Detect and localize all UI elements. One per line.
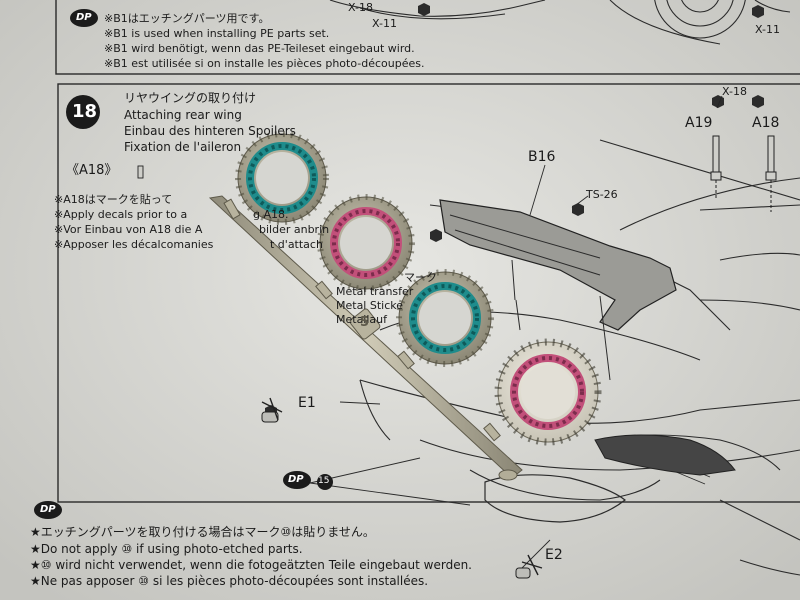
- label-x18: X-18: [722, 85, 747, 98]
- decal-note-de: ※Vor Einbau von A18 die A: [54, 223, 203, 236]
- bottom-note-ja: ★エッチングパーツを取り付ける場合はマーク⑩は貼りません。: [30, 525, 375, 539]
- step-number-circle: [66, 95, 100, 129]
- step18-frame: [57, 83, 800, 503]
- rear-wing-b16: [439, 199, 677, 331]
- label-e1: E1: [298, 395, 316, 411]
- top-car-lineart: [329, 0, 791, 45]
- bottom-dp-badge-text: DP: [40, 504, 56, 515]
- tail-lamp: [484, 474, 626, 523]
- step-title-en: Attaching rear wing: [124, 108, 242, 122]
- top-note-2: ※B1 is used when installing PE parts set…: [104, 27, 330, 40]
- metal-note-ja: マーク: [404, 271, 437, 284]
- decal-note-de-tail: bilder anbrin: [259, 223, 330, 236]
- brake-disc-teal-1: [235, 131, 329, 225]
- top-dp-badge-text: DP: [76, 12, 92, 23]
- decal-note-en-tail: g A18.: [253, 208, 289, 221]
- bottom-dp-badge: [34, 501, 62, 519]
- step-title-de: Einbau des hinteren Spoilers: [124, 124, 296, 138]
- top-dp-badge: [70, 9, 98, 27]
- sprue-number-tag: 5: [360, 315, 370, 330]
- step-title-fr: Fixation de l'aileron: [124, 140, 242, 154]
- top-screws: [418, 3, 764, 18]
- metal-note-en: Metal transfer: [336, 285, 414, 298]
- label-a19: A19: [685, 115, 713, 131]
- brake-disc-teal-2: [396, 269, 494, 367]
- headlight: [594, 434, 736, 476]
- metal-note-fr: Metallauf: [336, 313, 388, 326]
- a18-reference: 《A18》: [66, 163, 118, 178]
- brake-disc-pink-1: [317, 194, 415, 292]
- metal-note-de: Metal Sticke: [336, 299, 404, 312]
- decal-note-fr-tail: t d'attach: [270, 238, 323, 251]
- decal-note-en: ※Apply decals prior to a: [54, 208, 188, 221]
- top-x11-label-right: X-11: [755, 23, 780, 36]
- inline-dp-text: DP: [288, 474, 304, 485]
- inline-dp-badge: [283, 471, 311, 489]
- bottom-note-fr: ★Ne pas apposer ⑩ si les pièces photo-dé…: [30, 574, 429, 588]
- step-title-ja: リヤウイングの取り付け: [124, 91, 257, 105]
- pin-a19: [710, 135, 722, 200]
- brake-disc-pink-white: [494, 338, 602, 446]
- step-number: 18: [72, 101, 98, 122]
- label-a18: A18: [752, 115, 780, 131]
- e2-part: [515, 554, 543, 579]
- a18-pin-icon: [137, 165, 144, 179]
- top-x18-label: X-18: [348, 1, 373, 14]
- top-note-4: ※B1 est utilisée si on installe les pièc…: [104, 57, 425, 70]
- decal-note-ja: ※A18はマークを貼って: [54, 193, 173, 206]
- bottom-note-en: ★Do not apply ⑩ if using photo-etched pa…: [30, 542, 303, 556]
- top-note-1: ※B1はエッチングパーツ用です。: [104, 12, 270, 25]
- e1-part: [261, 397, 283, 423]
- sprue-runner: [208, 195, 523, 481]
- x18-screws: [265, 95, 764, 418]
- label-e2: E2: [545, 547, 563, 563]
- label-ts26: TS-26: [586, 188, 618, 201]
- decal-note-fr: ※Apposer les décalcomanies: [54, 238, 214, 251]
- wing-stays: [511, 259, 611, 381]
- top-x11-label-left: X-11: [372, 17, 397, 30]
- dp-number-circle: [317, 474, 333, 490]
- label-b16: B16: [528, 149, 556, 165]
- top-section-frame: [55, 0, 800, 75]
- top-note-3: ※B1 wird benötigt, wenn das PE-Teileset …: [104, 42, 415, 55]
- bottom-note-de: ★⑩ wird nicht verwendet, wenn die fotoge…: [30, 558, 472, 572]
- dp-number-text: 15: [318, 476, 330, 486]
- pin-a18: [765, 135, 777, 212]
